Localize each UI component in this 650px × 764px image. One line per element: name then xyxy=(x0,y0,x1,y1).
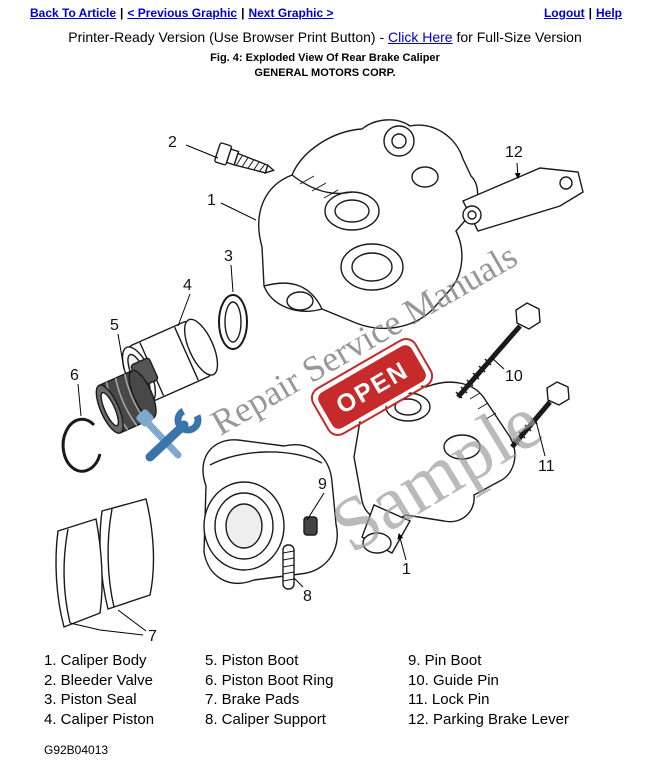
callout-11: 11 xyxy=(538,458,555,475)
guide-pin-part xyxy=(455,302,541,399)
caliper-support-part xyxy=(353,376,516,554)
nav-separator: | xyxy=(588,6,592,20)
callout-10: 10 xyxy=(505,368,523,385)
legend-item: 12. Parking Brake Lever xyxy=(408,710,569,728)
caliper-support-stud-part xyxy=(282,544,295,590)
legend-column-2: 5. Piston Boot 6. Piston Boot Ring 7. Br… xyxy=(205,651,408,729)
legend-item: 5. Piston Boot xyxy=(205,652,299,669)
callout-leader-lines xyxy=(69,144,546,636)
callout-2: 2 xyxy=(168,134,177,151)
parking-brake-lever-part xyxy=(462,167,584,232)
exploded-view-diagram: Repair Service Manuals Sample OPEN 2 1 1… xyxy=(0,79,650,651)
help-link[interactable]: Help xyxy=(595,6,622,20)
callout-9: 9 xyxy=(318,476,327,493)
callout-1b: 1 xyxy=(402,561,411,578)
legend-item: 6. Piston Boot Ring xyxy=(205,671,334,689)
exploded-diagram-svg: Repair Service Manuals Sample OPEN 2 1 1… xyxy=(55,119,584,645)
callout-7: 7 xyxy=(148,628,157,645)
previous-graphic-link[interactable]: < Previous Graphic xyxy=(127,6,238,20)
printer-ready-title: Printer-Ready Version (Use Browser Print… xyxy=(0,29,650,45)
title-text-suffix: for Full-Size Version xyxy=(452,29,582,45)
legend-item: 8. Caliper Support xyxy=(205,710,326,728)
tools-watermark-icon xyxy=(136,406,202,462)
callout-12: 12 xyxy=(505,144,523,161)
back-to-article-link[interactable]: Back To Article xyxy=(30,6,117,20)
piston-seal-part xyxy=(218,294,248,350)
piston-boot-ring-part xyxy=(61,417,102,473)
legend-item: 3. Piston Seal xyxy=(44,691,137,708)
bleeder-valve-part xyxy=(214,142,275,174)
brake-pads-part xyxy=(55,498,155,628)
nav-left: Back To Article|< Previous Graphic|Next … xyxy=(30,6,334,20)
callout-1: 1 xyxy=(207,192,216,209)
top-navigation: Back To Article|< Previous Graphic|Next … xyxy=(0,0,650,20)
click-here-link[interactable]: Click Here xyxy=(388,29,453,45)
title-text-prefix: Printer-Ready Version (Use Browser Print… xyxy=(68,29,389,45)
legend-item: 7. Brake Pads xyxy=(205,691,300,708)
nav-separator: | xyxy=(120,6,124,20)
callout-5: 5 xyxy=(110,317,119,334)
legend-item: 9. Pin Boot xyxy=(408,652,482,669)
lock-pin-part xyxy=(510,381,570,449)
legend-item: 10. Guide Pin xyxy=(408,671,499,689)
company-name: GENERAL MOTORS CORP. xyxy=(254,67,396,79)
callout-4: 4 xyxy=(183,277,192,294)
callout-6: 6 xyxy=(70,367,79,384)
legend-item: 4. Caliper Piston xyxy=(44,710,155,728)
logout-link[interactable]: Logout xyxy=(543,6,585,20)
legend-item: 2. Bleeder Valve xyxy=(44,671,153,689)
figure-id: G92B04013 xyxy=(44,743,109,757)
nav-separator: | xyxy=(241,6,245,20)
figure-caption: Fig. 4: Exploded View Of Rear Brake Cali… xyxy=(210,52,440,64)
caliper-body-part xyxy=(258,119,479,329)
legend-column-3: 9. Pin Boot 10. Guide Pin 11. Lock Pin 1… xyxy=(408,651,650,729)
legend-column-1: 1. Caliper Body 2. Bleeder Valve 3. Pist… xyxy=(44,651,205,729)
caliper-assembly-part xyxy=(202,439,338,584)
next-graphic-link[interactable]: Next Graphic > xyxy=(248,6,334,20)
parts-legend: 1. Caliper Body 2. Bleeder Valve 3. Pist… xyxy=(0,651,650,729)
callout-8: 8 xyxy=(303,588,312,605)
legend-item: 11. Lock Pin xyxy=(408,691,490,708)
callout-3: 3 xyxy=(224,248,233,265)
legend-item: 1. Caliper Body xyxy=(44,652,147,669)
callout-numbers: 2 1 12 3 4 5 6 10 11 9 8 1 7 xyxy=(70,134,555,645)
nav-right: Logout|Help xyxy=(544,6,622,20)
